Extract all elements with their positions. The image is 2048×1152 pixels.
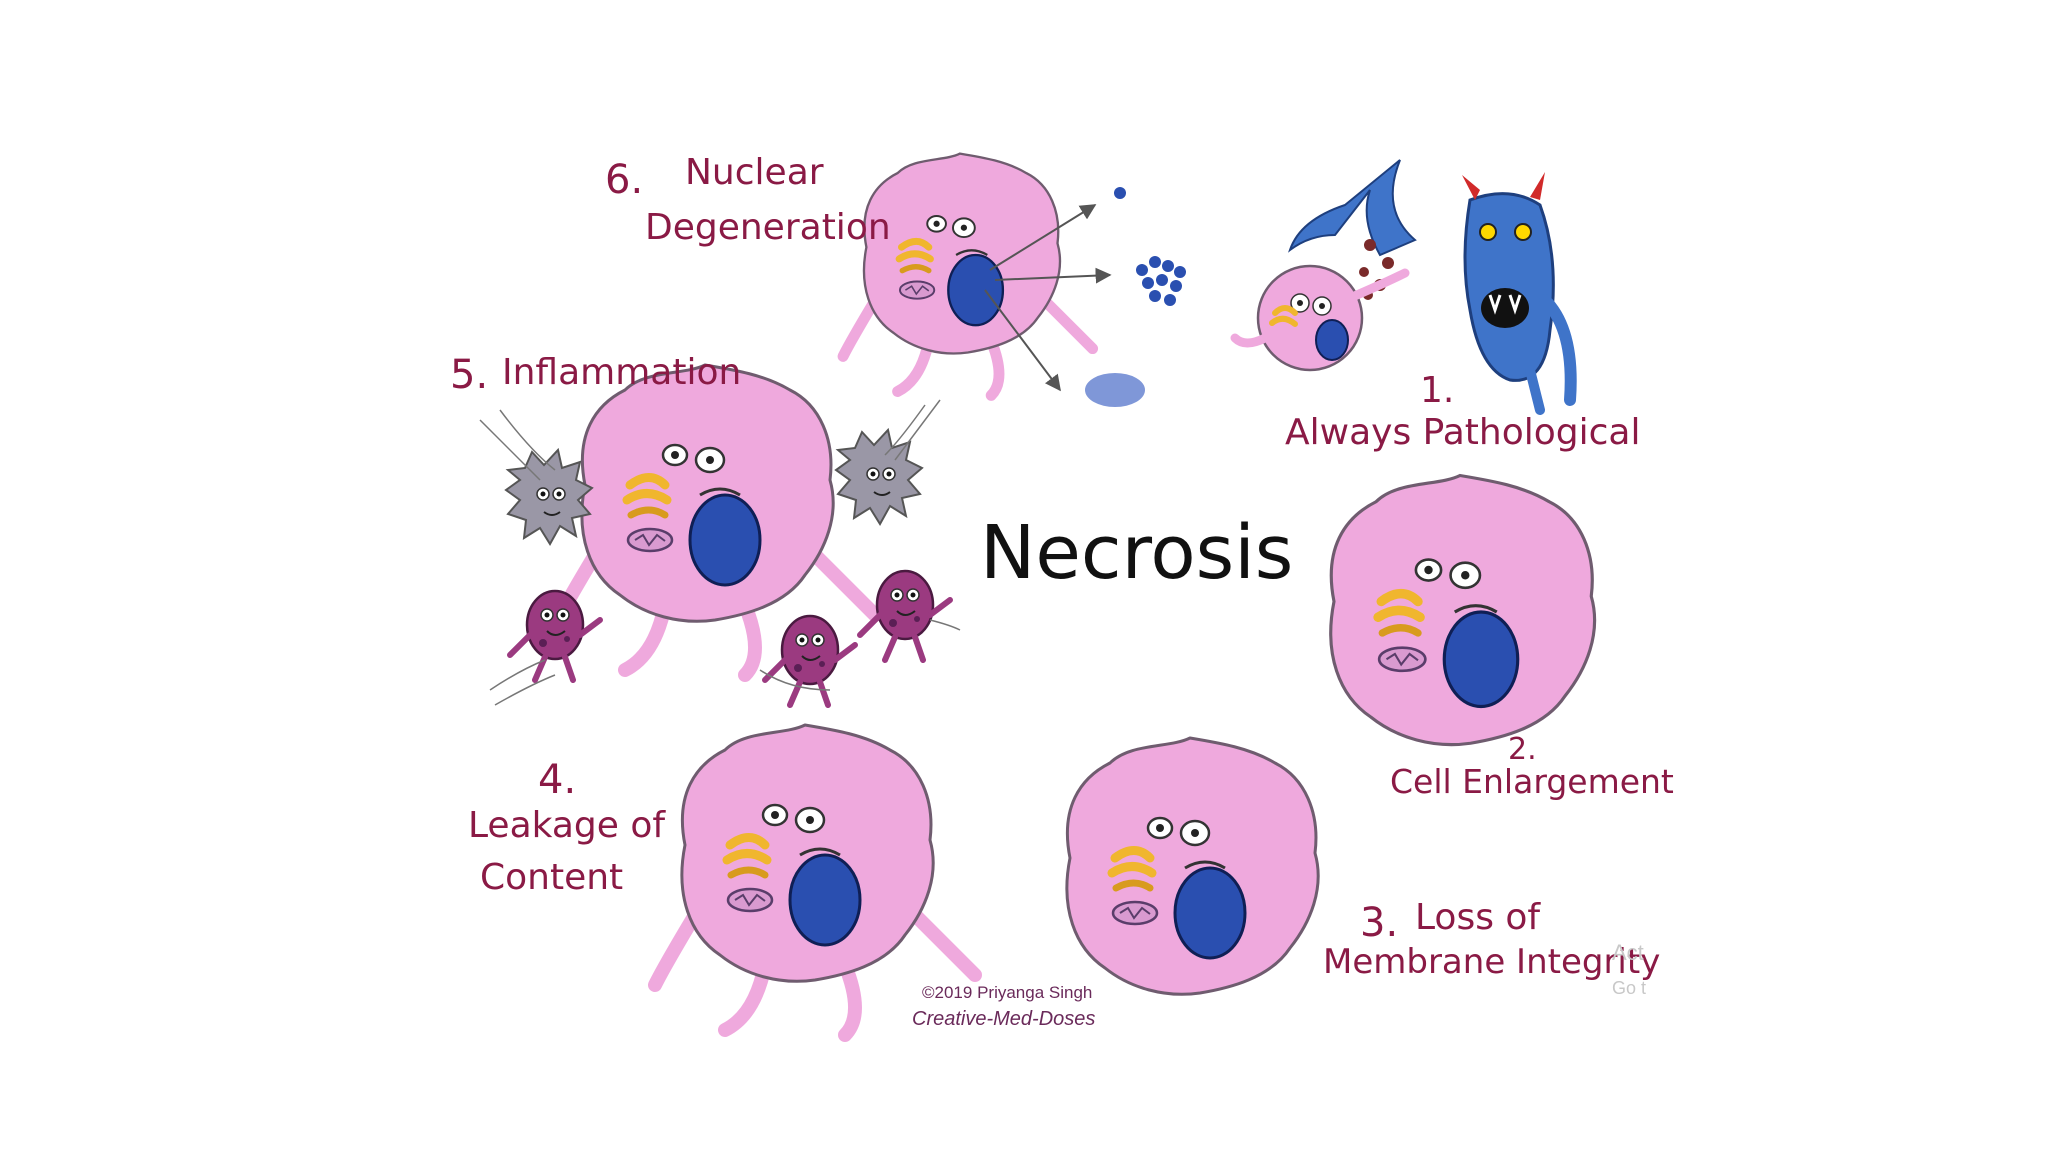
step-2-number: 2. <box>1508 732 1537 767</box>
step-4-line2: Content <box>480 857 624 898</box>
step-3-number: 3. <box>1360 900 1399 946</box>
step-3-line2: Membrane Integrity <box>1323 942 1661 982</box>
nuclear-fragments <box>984 187 1186 407</box>
step-5-number: 5. <box>450 352 489 398</box>
step-6-line2: Degeneration <box>645 207 891 248</box>
cell-membrane-loss <box>1067 738 1318 994</box>
diagram-title: Necrosis <box>980 510 1294 596</box>
step-6-number: 6. <box>605 157 644 203</box>
watermark-line2: Go t <box>1612 978 1647 998</box>
step-2-label: Cell Enlargement <box>1390 762 1674 801</box>
motion-lines <box>479 399 961 706</box>
step-1-label: Always Pathological <box>1285 412 1641 453</box>
step-4-number: 4. <box>538 757 577 803</box>
step-6-line1: Nuclear <box>685 152 824 193</box>
purple-cell-1 <box>510 591 600 680</box>
step-1-number: 1. <box>1420 370 1455 411</box>
cell-nuclear-degeneration <box>843 154 1093 396</box>
step-4-line1: Leakage of <box>468 805 666 846</box>
step-3-line1: Loss of <box>1415 897 1541 938</box>
cell-enlargement <box>1331 476 1595 745</box>
step-5-label: Inflammation <box>502 352 742 393</box>
copyright-text: ©2019 Priyanga Singh <box>922 983 1093 1002</box>
brand-text: Creative-Med-Doses <box>912 1008 1096 1030</box>
cell-always-pathological <box>1230 264 1410 372</box>
grey-cell-right <box>835 429 923 525</box>
monster <box>1288 159 1577 415</box>
purple-cell-2 <box>765 616 855 705</box>
watermark-line1: Act <box>1612 940 1644 965</box>
